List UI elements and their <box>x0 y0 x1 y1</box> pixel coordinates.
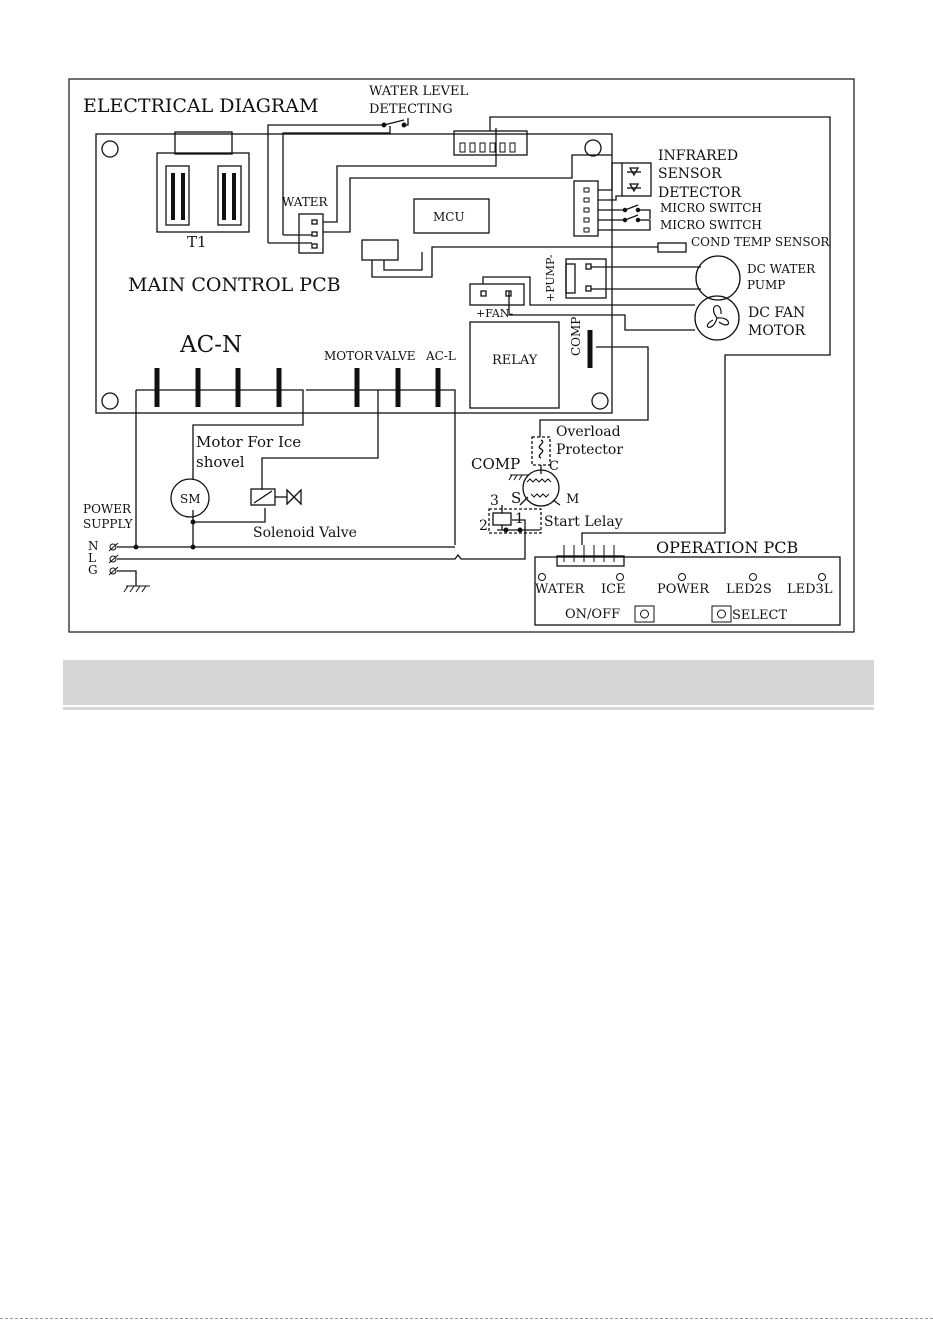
water-level-label-2: DETECTING <box>369 102 453 117</box>
mount-hole <box>101 140 119 158</box>
terminal-2-label: 2 <box>479 518 488 534</box>
water-level-label-1: WATER LEVEL <box>369 84 468 99</box>
section-divider <box>63 707 874 710</box>
motor-ice-label-2: shovel <box>196 453 245 471</box>
ac-l-terminal-label: AC-L <box>425 349 456 363</box>
dc-fan-motor <box>694 295 740 341</box>
l-label: L <box>88 551 96 565</box>
led-indicators <box>538 573 826 581</box>
terminal-1-label: 1 <box>515 511 524 527</box>
pump-label-2: PUMP <box>747 278 785 292</box>
onoff-button-icon <box>634 605 655 623</box>
section-header-bar <box>63 660 874 705</box>
water-level-switch-wire <box>267 119 405 243</box>
solenoid-valve-icon <box>250 488 302 506</box>
ice-shovel-motor <box>170 478 210 518</box>
fan-connector-label: +FAN- <box>476 307 513 320</box>
small-connector <box>361 239 399 261</box>
terminal-3-label: 3 <box>490 493 499 509</box>
mcu-label: MCU <box>433 210 465 224</box>
c-terminal-label: C <box>549 459 559 474</box>
detector-label: DETECTOR <box>658 185 742 201</box>
diagram-frame <box>68 78 855 633</box>
ac-n-label: AC-N <box>179 332 242 358</box>
comp-label: COMP <box>471 455 520 473</box>
fan-connector <box>469 283 525 306</box>
transformer-t1 <box>156 131 250 233</box>
ground-icon <box>123 585 150 593</box>
infrared-label-2: SENSOR <box>658 166 722 182</box>
fan-label-1: DC FAN <box>748 305 805 321</box>
select-button-icon <box>711 605 732 623</box>
overload-label-1: Overload <box>556 424 621 440</box>
operation-pcb-label: OPERATION PCB <box>656 538 798 557</box>
start-relay-label: Start Lelay <box>544 514 623 530</box>
water-connector-label: WATER <box>282 195 329 209</box>
page-bottom-rule <box>0 1318 933 1319</box>
led-power-label: POWER <box>657 582 710 597</box>
pump-label-1: DC WATER <box>747 262 816 276</box>
micro-switch-1-label: MICRO SWITCH <box>660 201 762 215</box>
g-label: G <box>88 563 98 577</box>
sm-label: SM <box>180 492 201 506</box>
infrared-label-1: INFRARED <box>658 148 738 164</box>
mount-hole <box>101 392 119 410</box>
comp-terminal-label: COMP <box>569 317 583 356</box>
operation-pcb-wire <box>489 116 831 545</box>
water-connector <box>298 213 324 254</box>
electrical-diagram: ELECTRICAL DIAGRAM WATER LEVEL DETECTING… <box>68 78 855 633</box>
fan-icon <box>706 305 730 328</box>
motor-terminal-label: MOTOR <box>324 349 374 363</box>
led-ice-label: ICE <box>601 582 626 597</box>
mount-hole <box>584 139 602 157</box>
cond-temp-sensor <box>657 242 687 253</box>
led-3l-label: LED3L <box>787 582 833 597</box>
onoff-label: ON/OFF <box>565 607 620 622</box>
motor-ice-label-1: Motor For Ice <box>196 433 301 451</box>
dc-water-pump <box>695 255 741 301</box>
compressor-motor <box>522 469 560 507</box>
n-label: N <box>88 539 99 553</box>
m-terminal-label: M <box>566 492 579 507</box>
sensor-connector <box>573 180 599 237</box>
overload-label-2: Protector <box>556 442 623 458</box>
cond-temp-label: COND TEMP SENSOR <box>691 235 830 249</box>
t1-label: T1 <box>187 233 207 251</box>
main-control-pcb <box>95 133 613 414</box>
start-relay <box>488 508 542 534</box>
led-water-label: WATER <box>535 582 586 597</box>
relay-label: RELAY <box>492 353 538 368</box>
led-2s-label: LED2S <box>726 582 772 597</box>
infrared-sensor-box <box>621 162 652 197</box>
fan-label-2: MOTOR <box>748 323 806 339</box>
s-terminal-label: S <box>511 489 521 507</box>
mount-hole <box>591 392 609 410</box>
comp-ground <box>508 474 528 481</box>
micro-switch-2-label: MICRO SWITCH <box>660 218 762 232</box>
mcu-chip <box>413 198 490 234</box>
operation-pcb <box>534 556 841 626</box>
power-supply-label-1: POWER <box>83 502 132 516</box>
relay <box>469 321 560 409</box>
pump-connector-label: +PUMP- <box>544 254 557 302</box>
valve-terminal-label: VALVE <box>374 349 416 363</box>
operation-connector <box>556 555 625 567</box>
solenoid-valve-label: Solenoid Valve <box>253 525 357 541</box>
power-supply-label-2: SUPPLY <box>83 517 134 531</box>
ac-n-terminals <box>154 368 441 407</box>
overload-protector <box>531 436 551 466</box>
main-pcb-label: MAIN CONTROL PCB <box>128 274 341 296</box>
diagram-title: ELECTRICAL DIAGRAM <box>83 95 318 117</box>
select-label: SELECT <box>732 608 787 623</box>
